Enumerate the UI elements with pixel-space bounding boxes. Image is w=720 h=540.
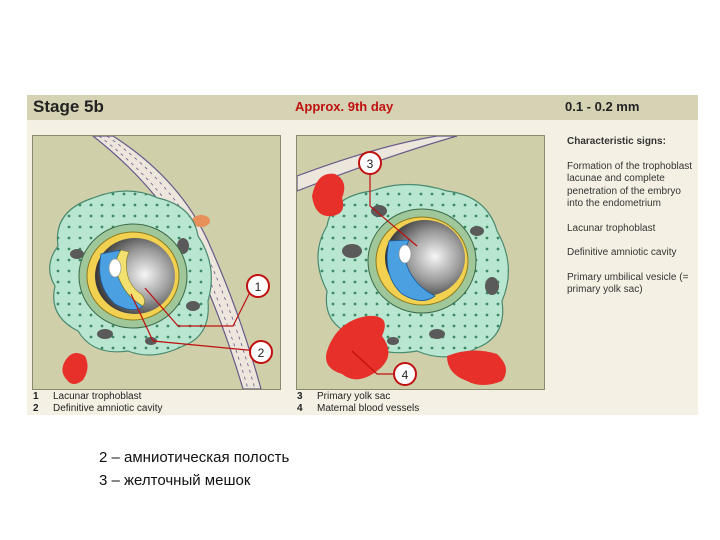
figure-content: 1 2 bbox=[27, 120, 698, 415]
uterine-epithelium-right bbox=[297, 136, 458, 192]
right-diagram-panel: 3 4 bbox=[296, 135, 545, 390]
coagulation-plug bbox=[192, 215, 210, 227]
maternal-vessel-top bbox=[312, 173, 345, 217]
maternal-vessel-bottom-left bbox=[326, 315, 389, 380]
caption-line: 2 – амниотическая полость bbox=[99, 449, 290, 466]
amniotic-cavity-left bbox=[108, 258, 122, 278]
maternal-vessel-left bbox=[62, 352, 88, 384]
right-diagram-svg: 3 4 bbox=[297, 136, 510, 386]
caption-line: 3 – желточный мешок bbox=[99, 472, 251, 489]
sign-item: Lacunar trophoblast bbox=[567, 222, 656, 234]
left-diagram-svg: 1 2 bbox=[49, 136, 273, 389]
stage-title: Stage 5b bbox=[33, 97, 104, 116]
characteristic-signs: Characteristic signs: Formation of the t… bbox=[567, 136, 697, 309]
stage-day: Approx. 9th day bbox=[295, 99, 394, 114]
callout-4: 4 bbox=[402, 368, 409, 382]
callout-1: 1 bbox=[255, 280, 262, 294]
callout-2: 2 bbox=[258, 346, 265, 360]
sign-item: Formation of the trophoblast lacunae and… bbox=[567, 160, 693, 210]
stage-header: Stage 5b Approx. 9th day 0.1 - 0.2 mm bbox=[27, 95, 698, 120]
maternal-vessel-bottom-right bbox=[447, 350, 506, 385]
stage-size: 0.1 - 0.2 mm bbox=[565, 99, 640, 114]
left-diagram-panel: 1 2 bbox=[32, 135, 281, 390]
amniotic-cavity-right bbox=[398, 244, 412, 264]
callout-3: 3 bbox=[367, 157, 374, 171]
signs-title: Characteristic signs: bbox=[567, 136, 666, 147]
sign-item: Primary umbilical vesicle (= primary yol… bbox=[567, 271, 689, 296]
sign-item: Definitive amniotic cavity bbox=[567, 247, 677, 258]
